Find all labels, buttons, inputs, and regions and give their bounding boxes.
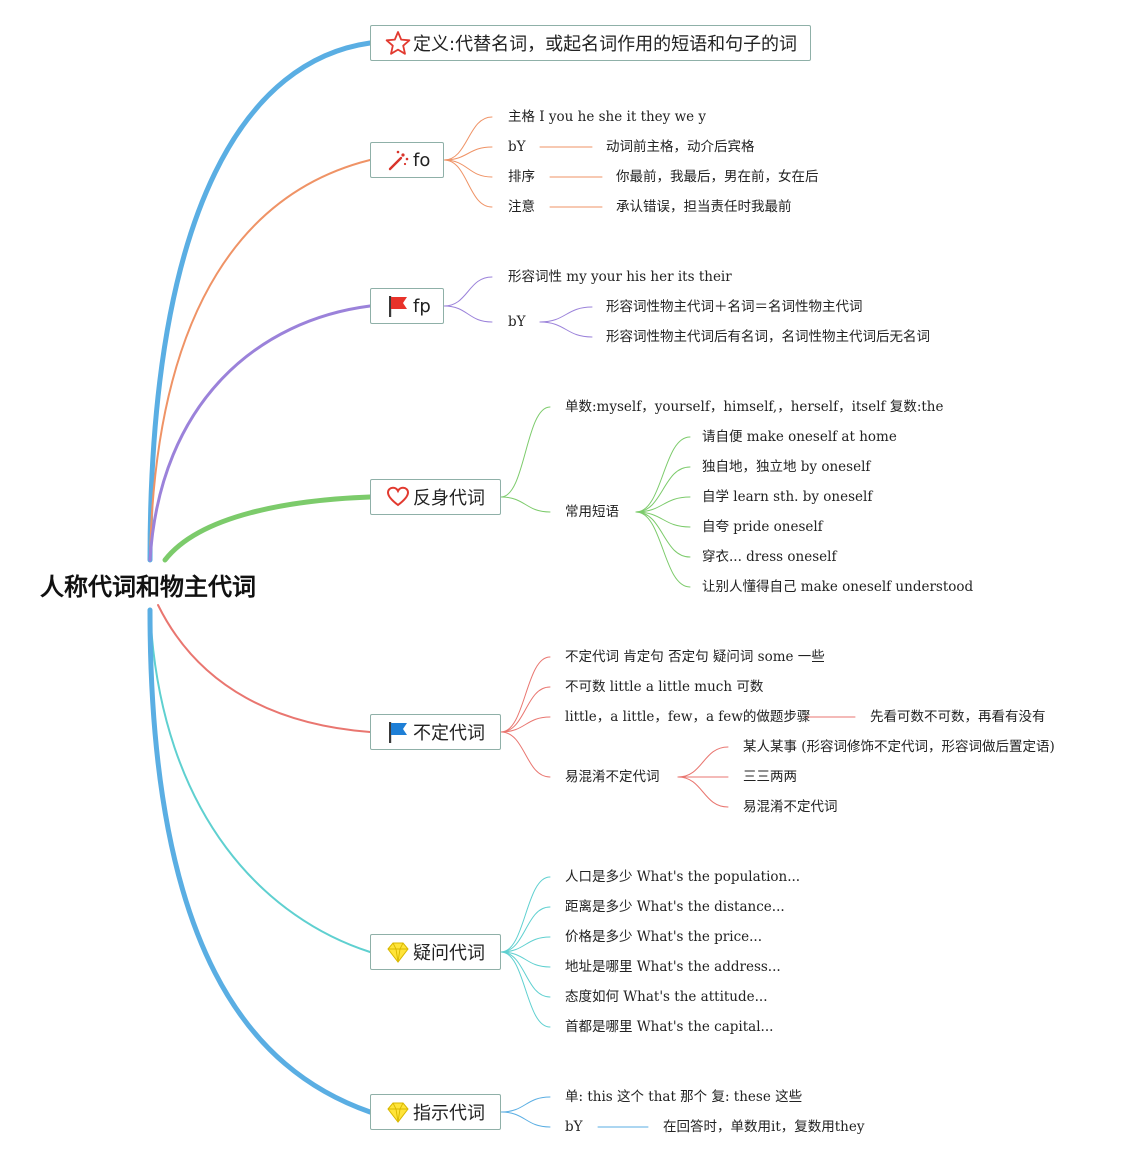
branch-line [635, 511, 691, 528]
branch-line [500, 1096, 551, 1113]
branch-line [500, 731, 551, 778]
interrogative-item[interactable]: 首都是哪里 What's the capital... [565, 1019, 774, 1035]
branch-line [500, 496, 551, 513]
reflexive-singular-plural[interactable]: 单数:myself，yourself，himself,，herself，itse… [565, 399, 944, 415]
branch-line [635, 436, 691, 513]
fo-by-detail[interactable]: 动词前主格，动介后宾格 [606, 139, 755, 155]
blue-flag-icon [385, 719, 411, 745]
branch-line [500, 716, 551, 733]
diamond-icon [385, 939, 411, 965]
magic-wand-icon [385, 147, 411, 173]
branch-line [677, 746, 729, 778]
branch-line [635, 511, 691, 558]
fp-by-item[interactable]: 形容词性物主代词后有名词，名词性物主代词后无名词 [606, 329, 930, 345]
indefinite-item[interactable]: 不定代词 肯定句 否定句 疑问词 some 一些 [565, 649, 825, 665]
interrogative-item[interactable]: 价格是多少 What's the price... [565, 929, 763, 945]
branch-line [500, 906, 551, 953]
branch-line [500, 686, 551, 733]
star-icon [385, 30, 411, 56]
branch-line [147, 607, 373, 1115]
topic-label: 疑问代词 [413, 943, 485, 964]
branch-line [148, 304, 372, 562]
topic-label: 定义:代替名词，或起名词作用的短语和句子的词 [413, 34, 798, 55]
interrogative-item[interactable]: 地址是哪里 What's the address... [565, 959, 781, 975]
branch-line [500, 876, 551, 953]
topic-label: fo [413, 149, 431, 171]
reflexive-phrase[interactable]: 请自便 make oneself at home [702, 429, 897, 445]
indefinite-confusing-item[interactable]: 易混淆不定代词 [743, 799, 838, 815]
branch-line [500, 951, 551, 1028]
branch-line [635, 511, 691, 588]
branch-line [162, 494, 373, 563]
fp-adjective[interactable]: 形容词性 my your his her its their [508, 269, 732, 285]
red-flag-icon [385, 293, 411, 319]
topic-label: 不定代词 [413, 723, 485, 744]
indefinite-confusing-item[interactable]: 三三两两 [743, 769, 797, 785]
topic-fo[interactable]: fo [370, 142, 444, 178]
demonstrative-singular[interactable]: 单: this 这个 that 那个 复: these 这些 [565, 1089, 803, 1105]
branch-line [635, 466, 691, 513]
branch-line [443, 159, 493, 178]
branch-line [157, 604, 371, 733]
root-topic[interactable]: 人称代词和物主代词 [40, 573, 256, 601]
indefinite-confusing-label[interactable]: 易混淆不定代词 [565, 769, 660, 785]
interrogative-item[interactable]: 人口是多少 What's the population... [565, 869, 801, 885]
topic-definition[interactable]: 定义:代替名词，或起名词作用的短语和句子的词 [370, 25, 811, 61]
topic-fp[interactable]: fp [370, 288, 444, 324]
branch-line [500, 951, 551, 998]
topic-demonstrative[interactable]: 指示代词 [370, 1094, 501, 1130]
branch-line [149, 159, 371, 561]
branch-line [500, 656, 551, 733]
reflexive-phrase[interactable]: 让别人懂得自己 make oneself understood [702, 579, 974, 595]
branch-line [635, 496, 691, 513]
fo-subject-case[interactable]: 主格 I you he she it they we y [508, 109, 707, 125]
branch-line [539, 321, 593, 338]
indefinite-item[interactable]: little，a little，few，a few的做题步骤 [565, 709, 811, 725]
branch-line [443, 146, 493, 161]
topic-label: fp [413, 295, 431, 317]
branch-line [443, 305, 493, 323]
reflexive-phrase[interactable]: 穿衣... dress oneself [702, 549, 837, 565]
topic-reflexive[interactable]: 反身代词 [370, 479, 501, 515]
fo-order[interactable]: 排序 [508, 169, 535, 185]
fp-by-item[interactable]: 形容词性物主代词＋名词＝名词性物主代词 [606, 299, 863, 315]
branch-line [677, 776, 729, 808]
indefinite-item[interactable]: 不可数 little a little much 可数 [565, 679, 764, 695]
fo-note[interactable]: 注意 [508, 199, 535, 215]
heart-icon [385, 484, 411, 510]
demonstrative-by-detail[interactable]: 在回答时，单数用it，复数用they [663, 1119, 865, 1135]
branch-line [443, 276, 493, 307]
indefinite-steps-detail[interactable]: 先看可数不可数，再看有没有 [870, 709, 1046, 725]
topic-interrogative[interactable]: 疑问代词 [370, 934, 501, 970]
fo-by[interactable]: bY [508, 139, 526, 155]
topic-indefinite[interactable]: 不定代词 [370, 714, 501, 750]
fo-note-detail[interactable]: 承认错误，担当责任时我最前 [616, 199, 792, 215]
reflexive-phrase[interactable]: 自学 learn sth. by oneself [702, 489, 873, 505]
topic-label: 反身代词 [413, 488, 485, 509]
branch-line [500, 936, 551, 953]
reflexive-phrase[interactable]: 独自地，独立地 by oneself [702, 459, 871, 475]
fp-by[interactable]: bY [508, 314, 526, 330]
interrogative-item[interactable]: 态度如何 What's the attitude... [565, 989, 768, 1005]
fo-order-detail[interactable]: 你最前，我最后，男在前，女在后 [616, 169, 819, 185]
topic-label: 指示代词 [413, 1103, 485, 1124]
branch-line [500, 406, 551, 498]
reflexive-phrases-label[interactable]: 常用短语 [565, 504, 619, 520]
demonstrative-by[interactable]: bY [565, 1119, 583, 1135]
branch-line [539, 306, 593, 323]
diamond-icon [385, 1099, 411, 1125]
branch-line [500, 1111, 551, 1128]
interrogative-item[interactable]: 距离是多少 What's the distance... [565, 899, 785, 915]
reflexive-phrase[interactable]: 自夸 pride oneself [702, 519, 823, 535]
branch-line [149, 609, 371, 953]
indefinite-confusing-item[interactable]: 某人某事 (形容词修饰不定代词，形容词做后置定语) [743, 739, 1055, 755]
branch-line [147, 40, 373, 563]
branch-line [443, 116, 493, 161]
branch-line [443, 159, 493, 208]
